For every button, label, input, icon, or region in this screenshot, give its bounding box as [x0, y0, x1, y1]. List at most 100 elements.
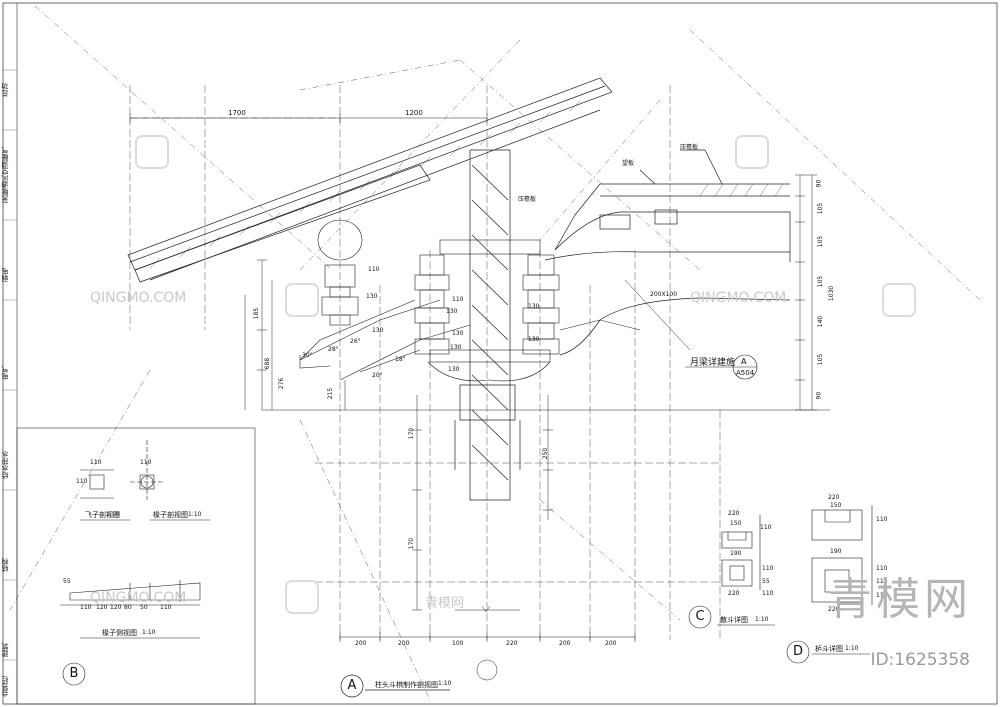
detail-b-dim-9: 50	[140, 604, 148, 611]
member-size-5: 130	[446, 308, 458, 315]
watermark-logo-icon	[135, 135, 169, 169]
detail-b-frame	[16, 427, 256, 705]
bottom-dimension	[339, 605, 636, 681]
moon-beam	[544, 149, 791, 356]
leader-beam	[624, 279, 691, 351]
detail-d-dim-6: 110	[876, 565, 888, 572]
bracket-sets	[299, 219, 641, 382]
detail-b-dim-7: 120	[110, 604, 122, 611]
top-dimension	[129, 113, 488, 123]
left-dimension-chain	[244, 259, 346, 410]
section-bubble-c: C	[695, 609, 705, 624]
section-bubble-d: D	[792, 644, 803, 659]
detail-b-view2: 椽子剖视图	[153, 511, 188, 519]
watermark-text: QINGMO.COM	[690, 290, 787, 306]
detail-b-view2-scale: 1:10	[188, 511, 202, 518]
callout-sheet: A504	[736, 369, 755, 377]
detail-b-dim-2: 110	[140, 459, 152, 466]
label-roof-board: 望板	[622, 160, 635, 167]
member-size-6: 130	[452, 330, 464, 337]
detail-d-dim-2: 150	[830, 502, 842, 509]
member-size-9: 130	[528, 303, 540, 310]
detail-b-dim-8: 80	[124, 604, 132, 611]
detail-c-dim-4: 190	[730, 550, 742, 557]
angle-4: 20°	[372, 372, 383, 379]
detail-b-dim-1: 110	[90, 459, 102, 466]
label-board-2: 压檐板	[518, 196, 537, 203]
dim-top-2: 1200	[405, 109, 423, 117]
detail-b-dim-4: 55	[63, 578, 71, 585]
dim-bottom-5: 200	[559, 640, 571, 647]
brand-logo: 青模网	[828, 574, 972, 625]
image-id: ID:1625358	[870, 650, 970, 670]
dim-bottom-6: 200	[605, 640, 617, 647]
member-size-1: 110	[368, 266, 380, 273]
detail-b-view3-scale: 1:10	[142, 629, 156, 636]
section-bubble-b: B	[69, 666, 79, 681]
member-size-7: 130	[450, 344, 462, 351]
main-caption: 柱头斗栱制作剖视图	[375, 681, 438, 689]
detail-b-dim-10: 110	[160, 604, 172, 611]
lower-dims	[412, 395, 553, 611]
watermark-logo-icon	[285, 580, 319, 614]
watermark-logo-icon	[735, 135, 769, 169]
detail-b-dim-5: 110	[80, 604, 92, 611]
title-strip-dividers	[3, 69, 17, 661]
member-size-4: 110	[452, 296, 464, 303]
dim-bottom-2: 200	[398, 640, 410, 647]
vertical-grid	[129, 85, 721, 640]
section-bubble-a: A	[347, 678, 357, 693]
watermark-logo-icon	[285, 283, 319, 317]
roof-hatching	[149, 100, 581, 269]
dim-bottom-3: 100	[452, 640, 464, 647]
detail-d-dim-7: 110	[876, 578, 888, 585]
angle-3: 26°	[350, 338, 361, 345]
detail-c-dim-6: 110	[762, 565, 774, 572]
watermark-logo-icon	[882, 283, 916, 317]
roof-rafters	[127, 77, 613, 283]
detail-d-caption: 栌斗详图	[815, 645, 843, 653]
detail-c-dim-2: 150	[730, 520, 742, 527]
watermark-text: QINGMO.COM	[90, 590, 187, 606]
detail-d-dim-1: 220	[828, 494, 840, 501]
beam-top-hatch	[699, 183, 784, 197]
detail-b-dim-6: 120	[96, 604, 108, 611]
detail-c-dim-1: 220	[728, 510, 740, 517]
detail-c-dim-5: 220	[728, 590, 740, 597]
detail-c-caption: 散斗详图	[720, 616, 748, 624]
detail-c-dim-7: 55	[762, 578, 770, 585]
member-size-10: 130	[528, 336, 540, 343]
detail-b-dim-3: 110	[76, 478, 88, 485]
callout-text: 月梁详建施	[690, 358, 736, 368]
detail-b-view1-scale: 1:10	[106, 511, 120, 518]
detail-c-dim-8: 110	[762, 590, 774, 597]
right-dimension-chain	[262, 174, 830, 411]
callout-letter: A	[741, 357, 747, 366]
watermark-text-cn: 青模网	[425, 596, 465, 611]
detail-d-dim-5: 220	[828, 606, 840, 613]
member-size-3: 130	[372, 327, 384, 334]
detail-b-drawings	[60, 440, 201, 686]
detail-d-dim-8: 110	[876, 592, 888, 599]
detail-b-view3: 椽子侧视图	[102, 629, 137, 637]
label-ridge-board: 压檐板	[680, 144, 699, 151]
detail-c-dim-3: 110	[760, 524, 772, 531]
label-beam-size: 200X100	[650, 291, 678, 298]
detail-d-dim-4: 190	[830, 548, 842, 555]
dim-top-1: 1700	[228, 109, 246, 117]
dim-bottom-4: 220	[506, 640, 518, 647]
detail-c-scale: 1:10	[755, 616, 769, 623]
main-scale: 1:10	[438, 680, 452, 687]
detail-c-drawings	[688, 515, 761, 629]
detail-d-scale: 1:10	[845, 645, 859, 652]
detail-d-drawings	[786, 505, 873, 664]
callout-bubble	[685, 354, 758, 380]
member-size-8: 130	[448, 366, 460, 373]
angle-5: 18°	[395, 356, 406, 363]
angle-2: 28°	[328, 346, 339, 353]
construction-lines	[9, 5, 981, 701]
